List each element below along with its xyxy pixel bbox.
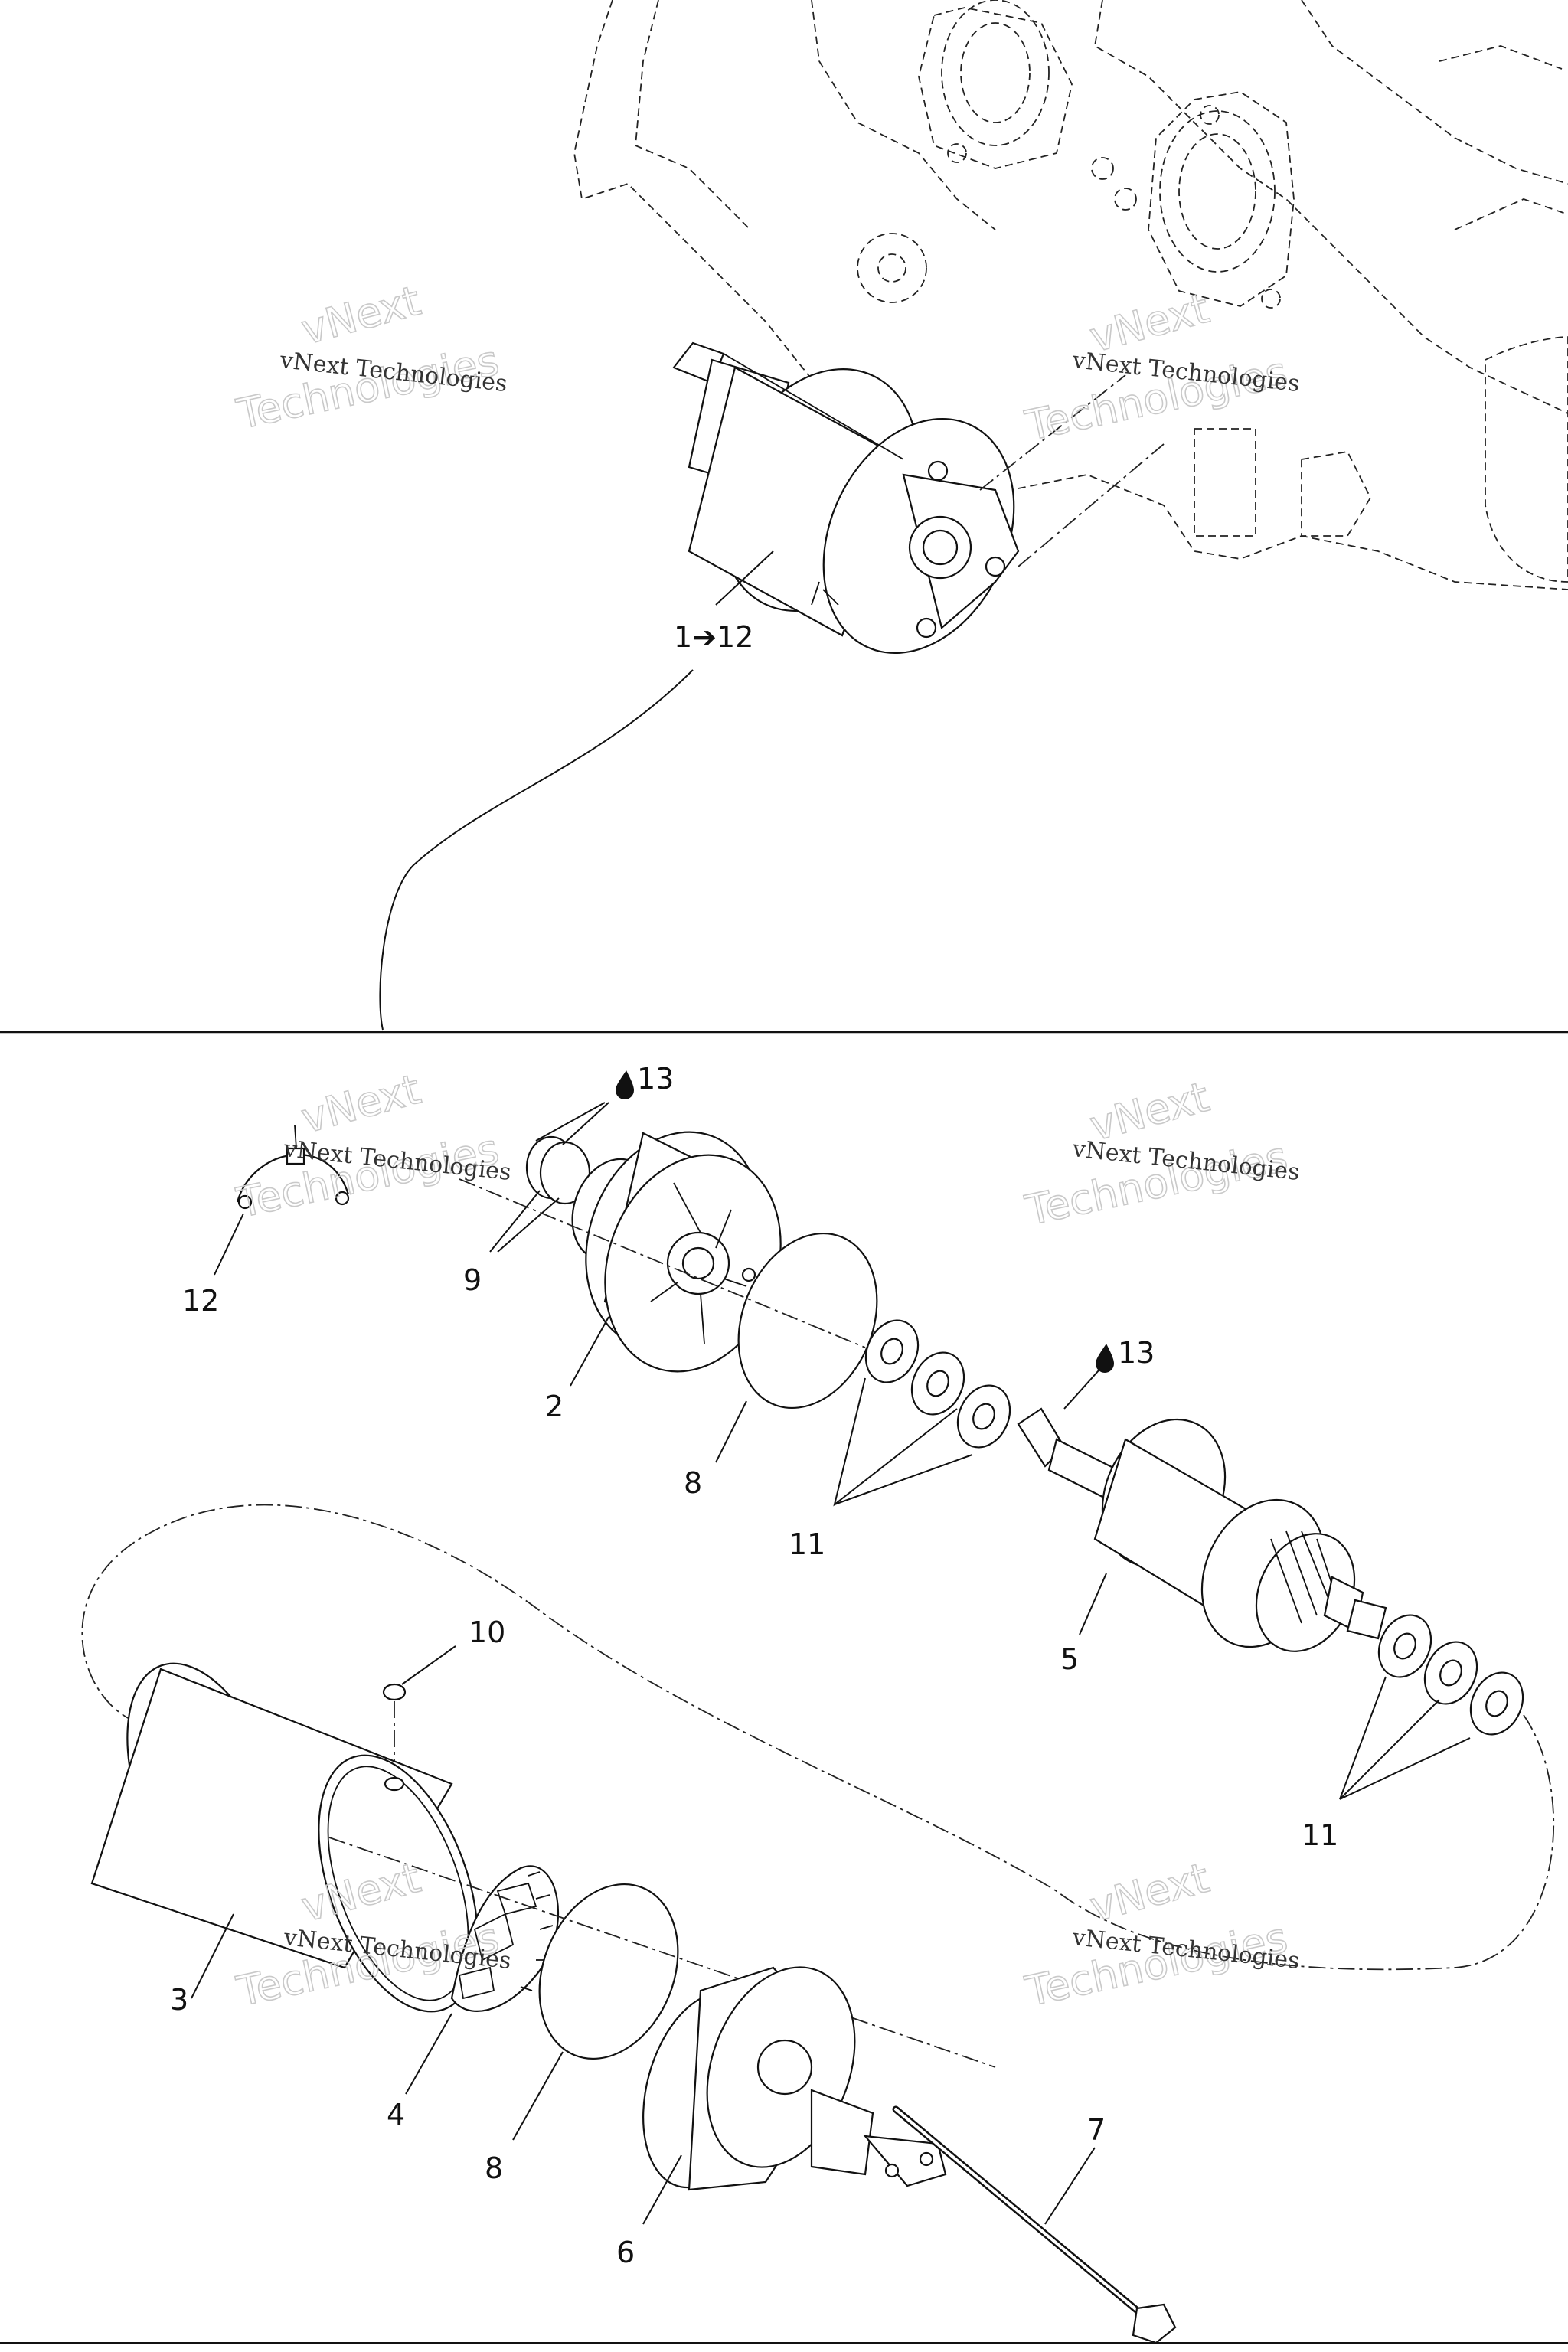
leader-11a [833, 1377, 973, 1507]
grease-drop-icon [616, 1070, 634, 1099]
axis-line-lower [328, 1837, 996, 2068]
leader-2 [570, 1316, 609, 1387]
leader-10 [401, 1645, 456, 1685]
watermark-2: vNext Technologies vNext Technologies [1021, 283, 1301, 451]
label-13a: 13 [637, 1062, 674, 1096]
leader-11b [1339, 1676, 1471, 1800]
label-8a: 8 [684, 1466, 702, 1500]
svg-text:vNext: vNext [1085, 1854, 1214, 1932]
part-4-brush-plate [450, 1865, 559, 2012]
part-2-front-cover [571, 1131, 782, 1373]
part-9-o-rings [525, 1135, 591, 1205]
label-7: 7 [1087, 2113, 1106, 2147]
watermark-6: vNext Technologies vNext Technologies [1021, 1853, 1301, 2017]
leader-4 [405, 2013, 452, 2095]
leader-assembly [715, 550, 774, 606]
label-2: 2 [545, 1390, 564, 1423]
label-12: 12 [182, 1284, 219, 1318]
wire-loop-line [81, 1504, 1555, 1971]
label-8b: 8 [485, 2151, 503, 2185]
part-5-armature [1017, 1407, 1387, 1652]
part-11-washers-upper [864, 1319, 1011, 1449]
leader-8b [512, 2051, 564, 2141]
svg-text:vNext: vNext [296, 276, 426, 354]
label-10: 10 [469, 1615, 505, 1649]
mount-line-upper [979, 374, 1126, 491]
watermark-4: vNext Technologies vNext Technologies [1021, 1072, 1301, 1236]
label-13b: 13 [1118, 1336, 1155, 1370]
watermark-1: vNext Technologies vNext Technologies [232, 276, 508, 439]
part-10-plug [382, 1683, 407, 1701]
leader-6 [642, 2154, 682, 2225]
leader-7 [1044, 2147, 1096, 2225]
part-3-yoke-housing [90, 1662, 479, 2013]
svg-text:vNext: vNext [296, 1065, 426, 1143]
label-4: 4 [387, 2098, 405, 2132]
axis-line-upper [459, 1178, 866, 1348]
part-8-o-ring-lower [538, 1883, 679, 2060]
part-7-through-bolt [892, 2105, 1177, 2344]
watermark-3: vNext Technologies vNext Technologies [232, 1064, 512, 1228]
leader-3 [191, 1913, 234, 1999]
label-11b: 11 [1302, 1818, 1338, 1852]
part-12-brush-holder [236, 1125, 350, 1210]
leader-5 [1079, 1573, 1107, 1635]
label-5: 5 [1060, 1642, 1079, 1676]
leader-9 [489, 1190, 560, 1253]
part-6-rear-cover [642, 1966, 947, 2191]
starter-motor-assembled [672, 341, 1020, 655]
grease-drop-icon [1096, 1344, 1114, 1373]
label-6: 6 [616, 2236, 635, 2269]
part-11-washers-lower [1377, 1614, 1524, 1736]
leader-8a [715, 1400, 747, 1463]
leader-13a [535, 1102, 609, 1145]
label-11a: 11 [789, 1527, 825, 1561]
label-assembly: 1➔12 [674, 620, 753, 654]
label-3: 3 [170, 1983, 188, 2017]
leader-12 [214, 1213, 244, 1276]
label-9: 9 [463, 1263, 482, 1297]
leader-13b [1063, 1370, 1099, 1410]
assembly-leader-curve [379, 669, 694, 1031]
mount-line-lower [1018, 443, 1165, 567]
